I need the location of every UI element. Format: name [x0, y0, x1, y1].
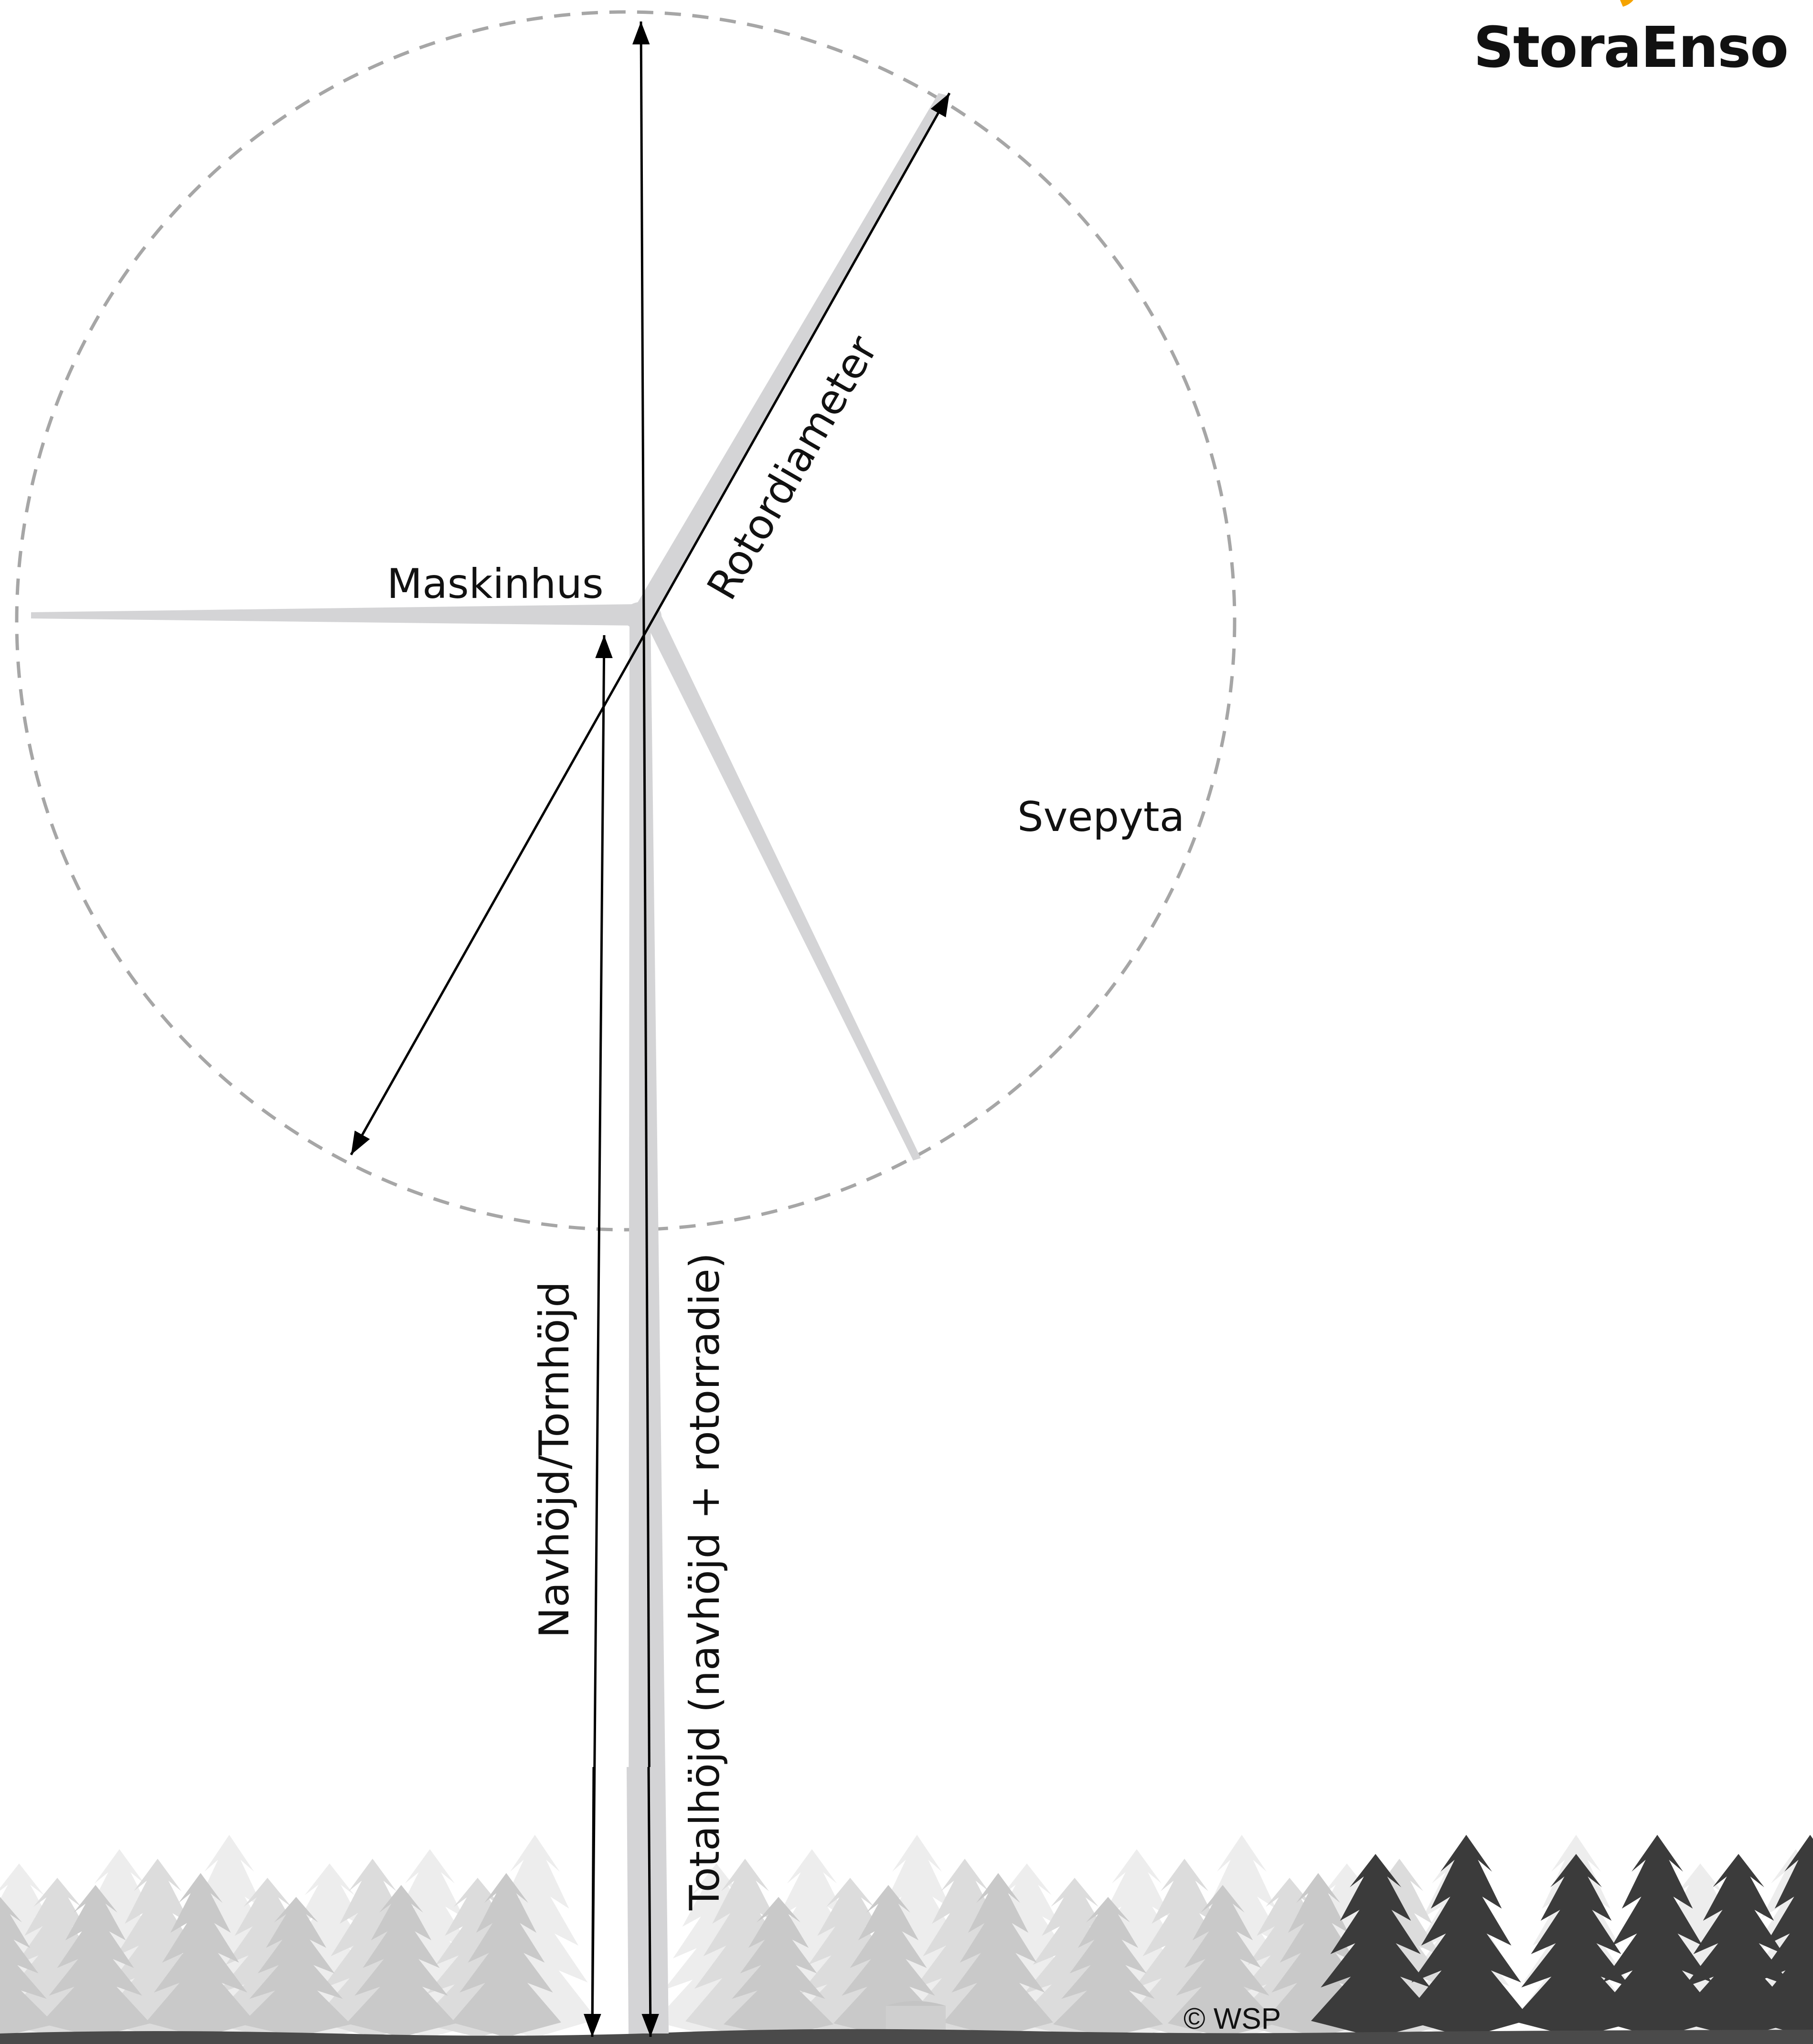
- forest-silhouette: [0, 1835, 1813, 2044]
- total-height-arrow-lower: [641, 1767, 659, 2037]
- tree-icon: [1311, 1854, 1440, 2035]
- rotor-diameter-arrow: [350, 92, 951, 1156]
- tree-icon: [146, 1873, 256, 2035]
- ground: [0, 2029, 1813, 2044]
- tree-icon: [0, 1897, 55, 2035]
- storaenso-logo: StoraEnso: [1473, 0, 1789, 80]
- tree-icon: [41, 1885, 150, 2035]
- tree-icon: [833, 1885, 943, 2035]
- tree-icon: [1402, 1835, 1531, 2035]
- tree-icon: [1168, 1885, 1278, 2035]
- total-height-label: Totalhöjd (navhöjd + rotorradie): [681, 1253, 729, 1911]
- tree-icon: [241, 1897, 351, 2035]
- tree-icon: [943, 1873, 1053, 2035]
- nacelle-label: Maskinhus: [387, 560, 604, 608]
- tree-icon: [346, 1885, 456, 2035]
- rotor-blades: [31, 93, 948, 1160]
- brand-name: StoraEnso: [1473, 14, 1788, 80]
- tree-icon: [451, 1873, 561, 2035]
- logo-accent-icon: [1620, 0, 1633, 7]
- tree-icon: [1053, 1897, 1163, 2035]
- tree-icon: [1512, 1854, 1641, 2035]
- tower-base: [627, 1767, 669, 2033]
- credit-text: © WSP: [1184, 2002, 1281, 2035]
- hub-height-arrow-lower: [584, 1767, 601, 2037]
- blade-upper: [635, 93, 948, 621]
- swept-area-label: Svepyta: [1017, 793, 1184, 841]
- tree-icon: [724, 1897, 833, 2035]
- hub-height-label: Navhöjd/Tornhöjd: [531, 1281, 578, 1638]
- swept-area-circle: [15, 10, 1237, 1232]
- blade-lower: [647, 616, 921, 1160]
- tree-icon: [1746, 1835, 1813, 2035]
